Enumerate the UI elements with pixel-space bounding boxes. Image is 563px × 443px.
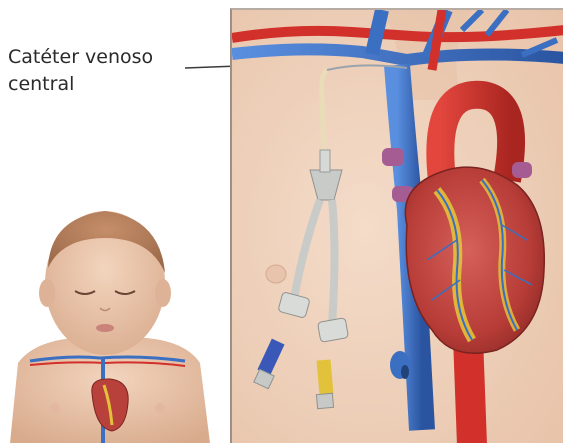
inferior-vessel-2 (401, 365, 409, 379)
catheter-label: Catéter venoso central (8, 44, 153, 98)
catheter-hub-neck (320, 150, 330, 172)
connector-yellow (317, 359, 334, 394)
catheter-clamp-right (317, 318, 348, 343)
nipple (266, 265, 286, 283)
infant-ear-left (39, 279, 55, 307)
anatomy-panel (230, 8, 563, 443)
pulmonary-vessel-1 (382, 148, 404, 166)
infant-illustration (0, 193, 230, 443)
catheter-label-line2: central (8, 71, 153, 98)
subclavian-artery (232, 30, 563, 38)
catheter-lumen-right (332, 200, 335, 325)
infant-mouth (96, 324, 114, 332)
jugular-vein-left (372, 10, 382, 54)
catheter-label-line1: Catéter venoso (8, 44, 153, 71)
infant-nipple-right (155, 403, 165, 413)
anatomy-drawing (232, 10, 563, 443)
infant-ear-right (155, 279, 171, 307)
connector-yellow-end (316, 393, 333, 408)
pulmonary-vessel-3 (512, 162, 532, 178)
infant-nipple-left (50, 403, 60, 413)
